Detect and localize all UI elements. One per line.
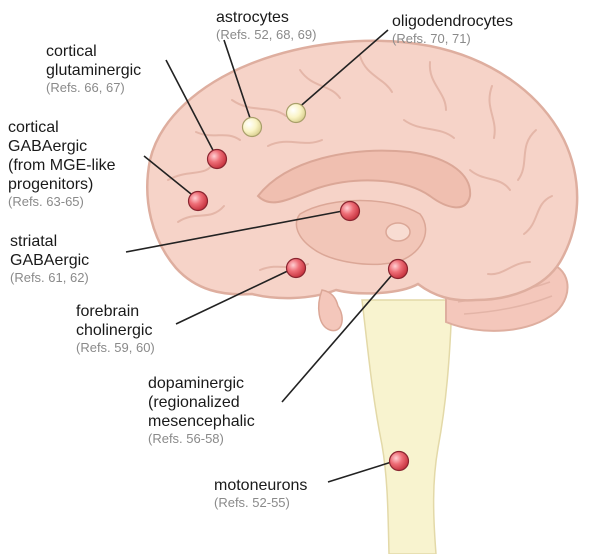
- striatal-gabaergic-refs: (Refs. 61, 62): [10, 270, 89, 286]
- oligodendrocytes-refs: (Refs. 70, 71): [392, 31, 513, 47]
- motoneurons-name: motoneurons: [214, 476, 307, 495]
- cortical-gabaergic-marker: [189, 192, 208, 211]
- brainstem-spinal-cord: [362, 300, 452, 554]
- cortical-glutaminergic-refs: (Refs. 66, 67): [46, 80, 141, 96]
- label-cortical-gabaergic: cortical GABAergic (from MGE-like progen…: [8, 118, 116, 210]
- label-striatal-gabaergic: striatal GABAergic (Refs. 61, 62): [10, 232, 89, 286]
- cortical-gabaergic-refs: (Refs. 63-65): [8, 194, 116, 210]
- label-cortical-glutaminergic: cortical glutaminergic (Refs. 66, 67): [46, 42, 141, 96]
- astrocytes-name: astrocytes: [216, 8, 316, 27]
- pituitary: [319, 290, 342, 331]
- striatal-gabaergic-name: striatal GABAergic: [10, 232, 89, 270]
- label-forebrain-cholinergic: forebrain cholinergic (Refs. 59, 60): [76, 302, 155, 356]
- astrocytes-refs: (Refs. 52, 68, 69): [216, 27, 316, 43]
- dopaminergic-marker: [389, 260, 408, 279]
- cortical-gabaergic-name: cortical GABAergic (from MGE-like progen…: [8, 118, 116, 194]
- motoneuron-marker: [390, 452, 409, 471]
- dopaminergic-refs: (Refs. 56-58): [148, 431, 255, 447]
- dopaminergic-name: dopaminergic (regionalized mesencephalic: [148, 374, 255, 431]
- oligodendrocyte-marker: [287, 104, 306, 123]
- cortical-glutaminergic-marker: [208, 150, 227, 169]
- forebrain-cholinergic-name: forebrain cholinergic: [76, 302, 155, 340]
- astrocyte-marker: [243, 118, 262, 137]
- label-motoneurons: motoneurons (Refs. 52-55): [214, 476, 307, 511]
- forebrain-cholinergic-marker: [287, 259, 306, 278]
- label-dopaminergic: dopaminergic (regionalized mesencephalic…: [148, 374, 255, 447]
- forebrain-cholinergic-refs: (Refs. 59, 60): [76, 340, 155, 356]
- cortical-glutaminergic-name: cortical glutaminergic: [46, 42, 141, 80]
- striatal-gabaergic-marker: [341, 202, 360, 221]
- oligodendrocytes-name: oligodendrocytes: [392, 12, 513, 31]
- label-oligodendrocytes: oligodendrocytes (Refs. 70, 71): [392, 12, 513, 47]
- label-astrocytes: astrocytes (Refs. 52, 68, 69): [216, 8, 316, 43]
- motoneurons-refs: (Refs. 52-55): [214, 495, 307, 511]
